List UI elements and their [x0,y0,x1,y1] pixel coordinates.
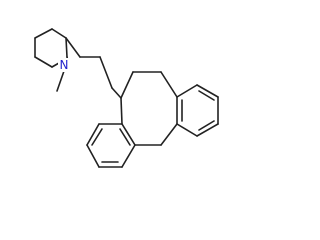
ring-right-double-3 [198,120,215,131]
ring-right-bond-1 [176,84,198,98]
ring-right-bond-5 [176,123,198,137]
bond-c6-n [51,62,60,68]
bond-n-methyl [56,70,65,92]
bond-c2-ch2a [65,37,81,58]
cyclooctadiene-ring [120,71,178,146]
bond-ch2b-ch2c [99,56,113,89]
bond-c5-c6-upper [120,71,134,99]
bond-c5-c6 [34,56,53,68]
structure-diagram: N [34,28,219,168]
bond-c5-ar2 [120,97,123,125]
ring-left-bond-5 [86,123,100,146]
ring-left-bond-1 [121,123,136,146]
bond-c2-c3 [51,28,67,39]
atom-nitrogen-bg [58,58,70,72]
bond-c2-ring [65,37,68,58]
bond-c3-c4 [34,28,53,39]
ring-left-bond-4 [86,144,100,168]
atom-nitrogen-label: N [60,58,69,72]
bond-c7-ar [160,71,178,98]
benzene-ring-right [176,84,219,137]
ethyl-linker [65,37,122,99]
ring-right-bond-2 [196,84,219,98]
bond-ch2c-ring [111,87,122,99]
ring-left-bond-2 [121,144,136,168]
ring-right-bond-4 [196,123,219,137]
ring-left-double-1 [119,128,131,146]
atom-nitrogen: N [58,58,70,72]
bond-ar-ch2 [160,123,178,146]
ring-left-double-3 [91,128,103,146]
benzene-ring-left [86,123,136,168]
ring-right-double-2 [198,90,215,101]
molecule-canvas: N [34,28,219,168]
